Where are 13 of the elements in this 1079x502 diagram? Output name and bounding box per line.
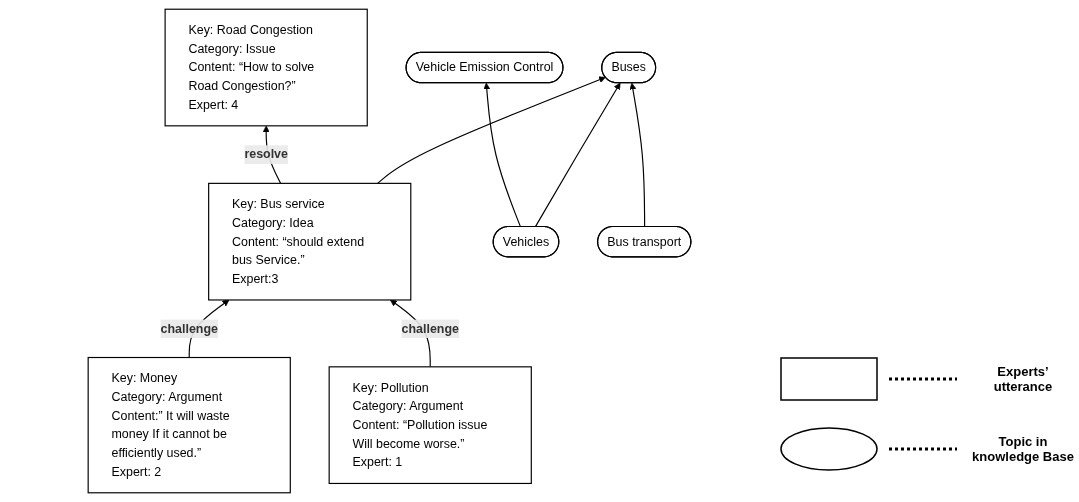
node-box: Key: Road Congestion Category: Issue Content: “How to solve Road Congestion?” Expert: 4: [164, 8, 368, 127]
edge-label: challenge: [401, 321, 459, 335]
node-box: Key: Bus service Category: Idea Content: “should extend bus Service.” Expert:3: [208, 182, 412, 301]
legend-label: Topic in knowledge Base: [971, 434, 1075, 464]
edge-label: challenge: [160, 321, 218, 335]
arrow: [483, 82, 522, 228]
legend-label: Experts’ utterance: [992, 364, 1054, 394]
edge-label: resolve: [244, 147, 288, 161]
arrow: [377, 76, 606, 184]
node-box: Key: Money Category: Argument Content:” It will waste money If it cannot be efficiently used.” Expert: 2: [87, 356, 291, 494]
arrow: [629, 82, 646, 228]
arrow: [534, 82, 621, 228]
node-box: Key: Pollution Category: Argument Content: “Pollution issue Will become worse.” Expert: 1: [328, 366, 532, 485]
